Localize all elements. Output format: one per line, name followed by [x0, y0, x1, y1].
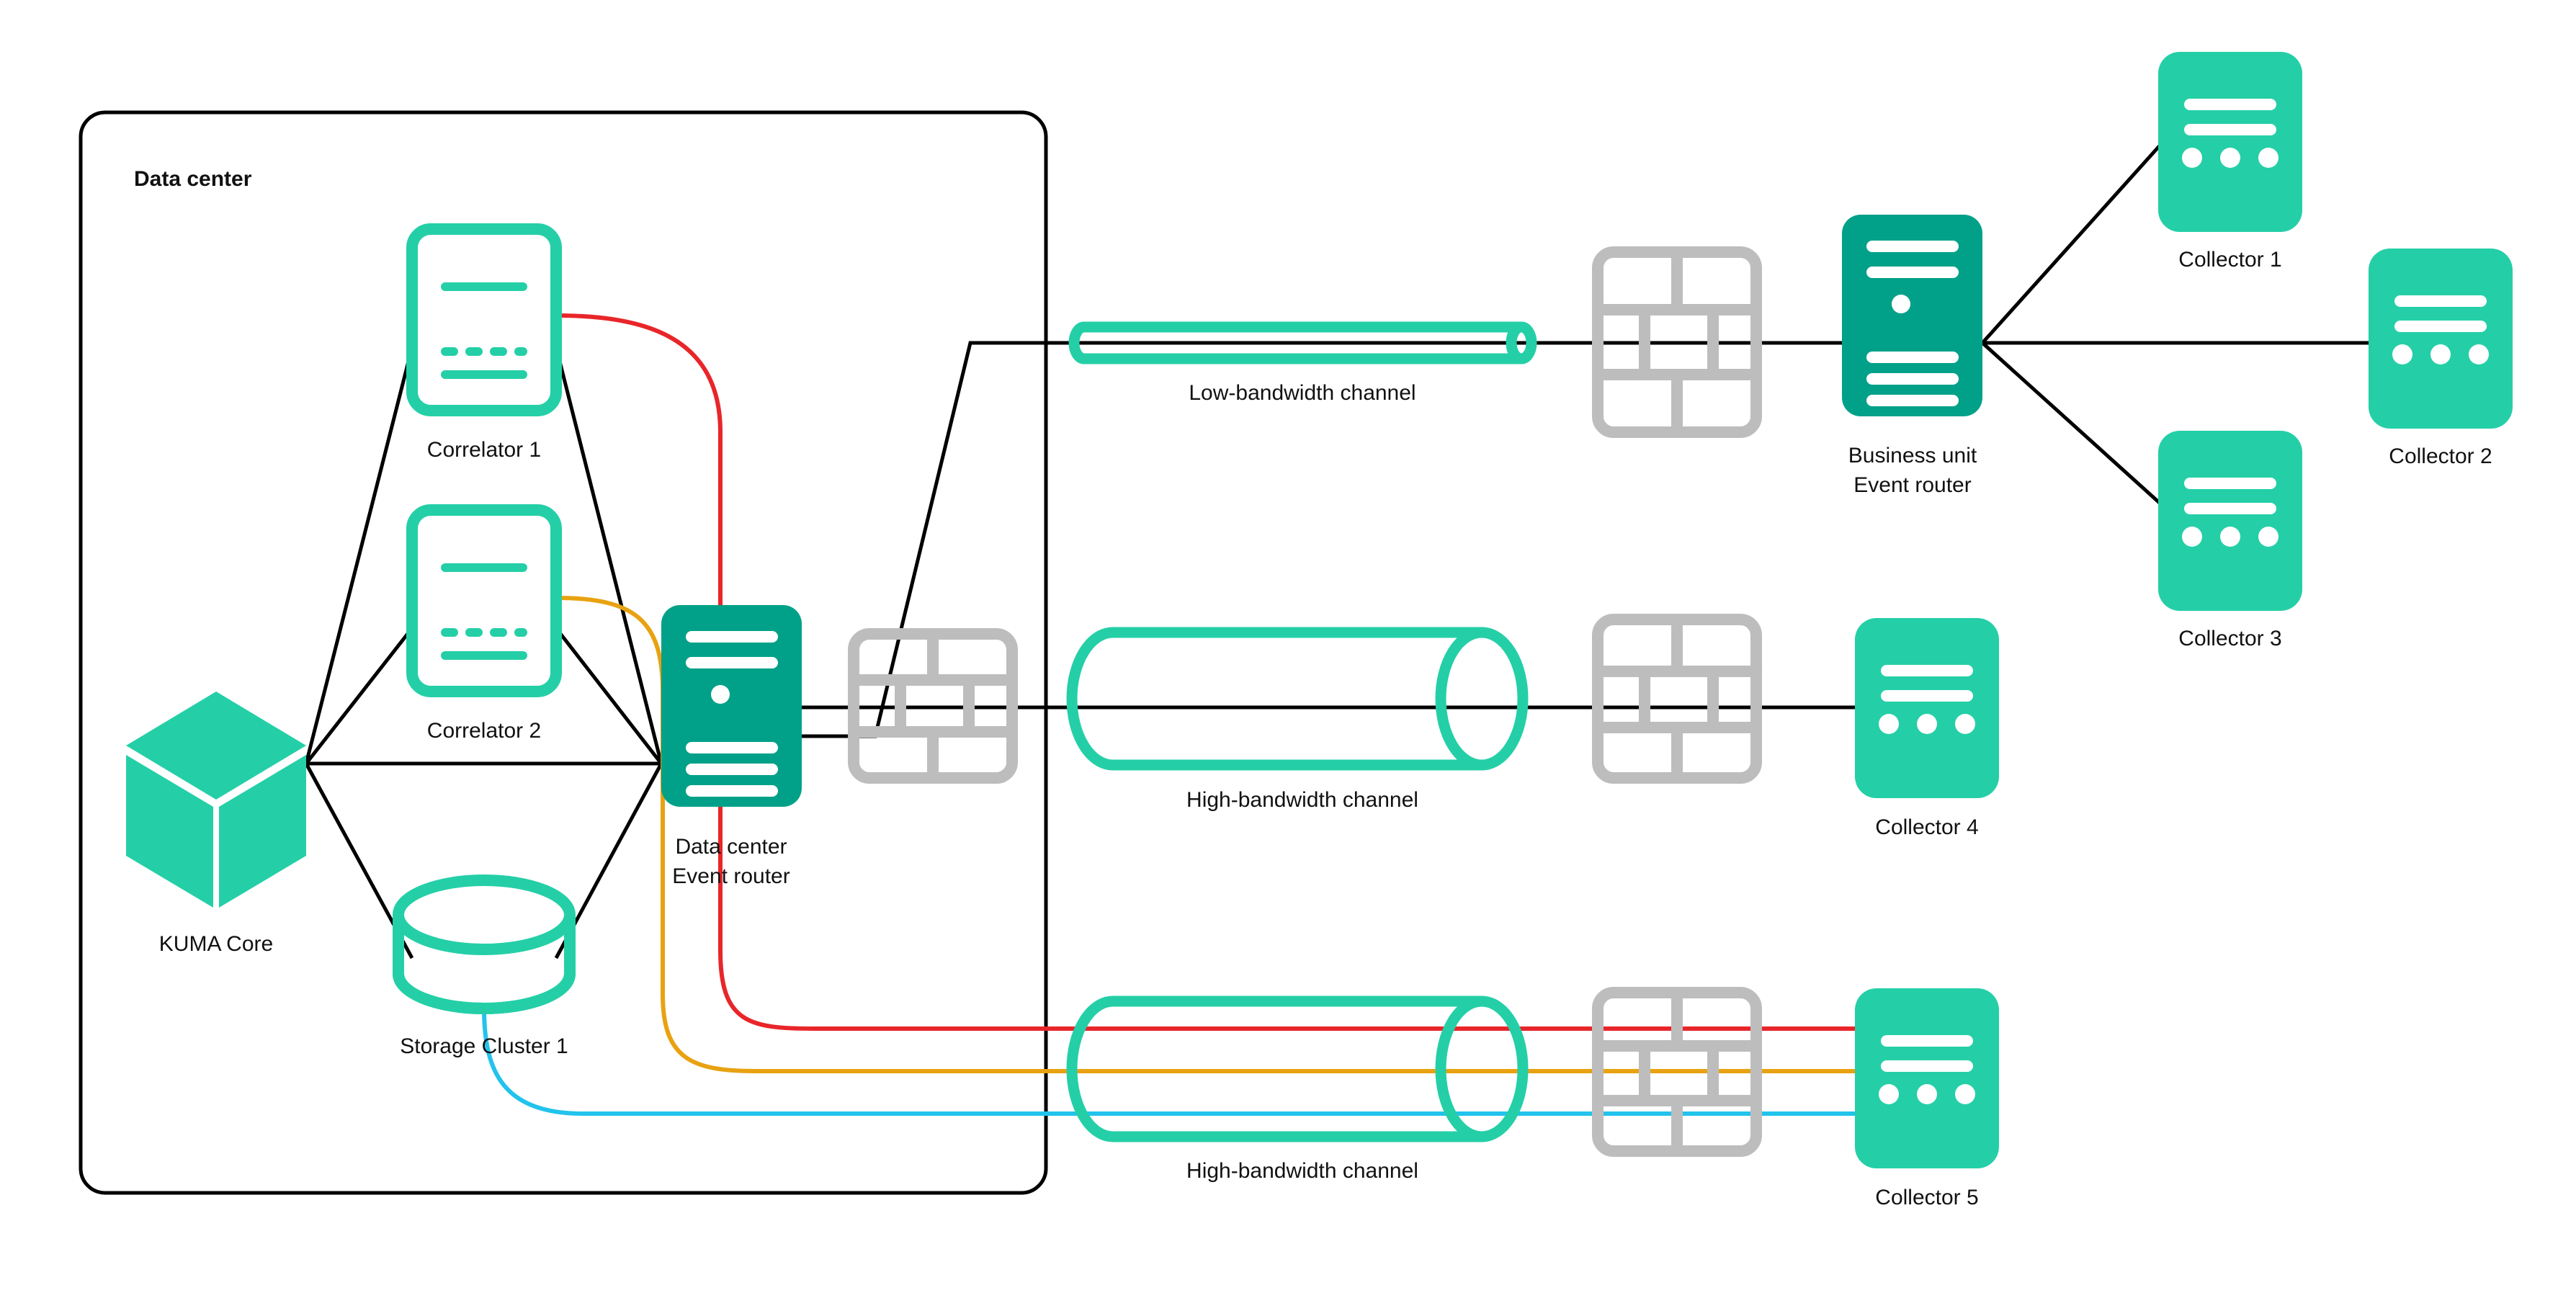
node-collector-4[interactable] — [1855, 618, 1999, 798]
collector-icon-dots — [1879, 1084, 1975, 1104]
channel-label-high-2: High-bandwidth channel — [1186, 1159, 1418, 1183]
server-icon-led — [1892, 295, 1910, 313]
collector-icon-bar-2 — [1881, 690, 1973, 702]
correlator-icon-bar-top — [441, 563, 527, 572]
firewall-3[interactable] — [1592, 614, 1762, 784]
collector-icon-bar-1 — [1881, 1035, 1973, 1047]
collector-icon-bar-1 — [1881, 665, 1973, 676]
collector-icon-dots — [2182, 148, 2278, 168]
channel-high-2[interactable] — [1066, 996, 1529, 1142]
thick-pipe-icon-body — [1113, 627, 1482, 771]
collector-icon-body — [2158, 52, 2302, 232]
thick-pipe-icon-cap-left — [1066, 996, 1114, 1142]
node-label-kuma-core: KUMA Core — [158, 932, 274, 956]
node-correlator-2[interactable] — [406, 504, 562, 697]
channel-high-1[interactable] — [1066, 627, 1529, 771]
collector-icon-bar-1 — [2184, 99, 2276, 110]
firewall-1[interactable] — [848, 628, 1018, 784]
link-burouter-collector3 — [1981, 341, 2163, 506]
channel-label-low: Low-bandwidth channel — [1189, 381, 1416, 405]
collector-icon-bar-2 — [2184, 124, 2276, 135]
thick-pipe-icon-cap-left — [1066, 627, 1114, 771]
correlator-icon-bar-bottom — [441, 651, 527, 660]
server-icon-body — [661, 605, 802, 807]
zone-data-center-box — [79, 110, 1048, 1195]
node-kuma-core[interactable] — [126, 692, 306, 908]
node-label-bu-event-router: Business unit Event router — [1848, 444, 1977, 498]
collector-icon-bar-1 — [2184, 478, 2276, 489]
node-storage-cluster-1[interactable] — [393, 874, 576, 1014]
server-icon-bars-top — [1866, 241, 1959, 278]
correlator-icon-body — [406, 223, 562, 416]
correlator-icon-bar-top — [441, 282, 527, 291]
node-label-collector-5: Collector 5 — [1875, 1186, 1979, 1209]
database-icon-top — [393, 874, 576, 955]
collector-icon-bar-1 — [2394, 295, 2487, 307]
server-icon-bars-bottom — [1866, 352, 1959, 406]
thin-pipe-icon-body — [1084, 321, 1521, 364]
node-collector-3[interactable] — [2158, 431, 2302, 611]
thick-pipe-icon-body — [1113, 996, 1482, 1142]
link-storage1-collector5-cyan — [482, 1008, 1856, 1116]
server-icon-bars-top — [686, 631, 778, 668]
correlator-icon-bar-dashed — [441, 347, 527, 356]
thick-pipe-icon-cap-right — [1435, 996, 1529, 1142]
server-icon-bars-bottom — [686, 742, 778, 797]
thin-pipe-icon-cap-right — [1506, 321, 1537, 364]
node-collector-1[interactable] — [2158, 52, 2302, 232]
cube-icon-left — [126, 755, 213, 908]
node-label-dc-event-router: Data center Event router — [672, 835, 790, 889]
collector-icon-bar-2 — [1881, 1060, 1973, 1072]
zone-label-data-center: Data center — [134, 167, 252, 191]
node-label-collector-4: Collector 4 — [1875, 815, 1979, 839]
link-burouter-collector1 — [1981, 143, 2163, 344]
server-icon-led — [711, 685, 730, 704]
correlator-icon-body — [406, 504, 562, 697]
cube-icon-right — [219, 755, 306, 908]
thin-pipe-icon-cap-left — [1068, 321, 1085, 364]
cube-icon-top — [126, 692, 306, 800]
node-label-storage-cluster-1: Storage Cluster 1 — [400, 1034, 568, 1058]
collector-icon-bar-2 — [2184, 503, 2276, 514]
thick-pipe-icon-cap-right — [1435, 627, 1529, 771]
node-collector-2[interactable] — [2369, 249, 2513, 429]
node-label-collector-2: Collector 2 — [2389, 444, 2492, 468]
correlator-icon-bar-bottom — [441, 370, 527, 379]
link-dcrouter-lowchannel — [802, 341, 1530, 738]
collector-icon-dots — [2392, 344, 2489, 364]
node-label-correlator-2: Correlator 2 — [426, 719, 542, 743]
channel-low[interactable] — [1068, 321, 1537, 364]
link-correlator1-collector5-red — [555, 313, 1856, 1031]
collector-icon-body — [1855, 618, 1999, 798]
link-correlator1-dcrouter — [554, 346, 663, 764]
node-dc-event-router[interactable] — [661, 605, 802, 807]
correlator-icon-bar-dashed — [441, 628, 527, 637]
collector-icon-body — [1855, 988, 1999, 1168]
node-collector-5[interactable] — [1855, 988, 1999, 1168]
server-icon-body — [1842, 215, 1982, 416]
link-core-correlator1 — [304, 346, 414, 764]
collector-icon-dots — [1879, 714, 1975, 734]
node-label-collector-1: Collector 1 — [2178, 248, 2282, 272]
node-bu-event-router[interactable] — [1842, 215, 1982, 416]
database-icon-ring — [393, 973, 576, 1014]
node-label-collector-3: Collector 3 — [2178, 627, 2282, 650]
collector-icon-bar-2 — [2394, 321, 2487, 332]
link-correlator2-dcrouter — [555, 627, 663, 765]
node-label-correlator-1: Correlator 1 — [426, 438, 542, 462]
channel-label-high-1: High-bandwidth channel — [1186, 788, 1418, 812]
firewall-2[interactable] — [1592, 246, 1762, 438]
node-correlator-1[interactable] — [406, 223, 562, 416]
collector-icon-body — [2369, 249, 2513, 429]
collector-icon-body — [2158, 431, 2302, 611]
link-core-correlator2 — [305, 627, 413, 765]
collector-icon-dots — [2182, 527, 2278, 547]
firewall-4[interactable] — [1592, 987, 1762, 1157]
